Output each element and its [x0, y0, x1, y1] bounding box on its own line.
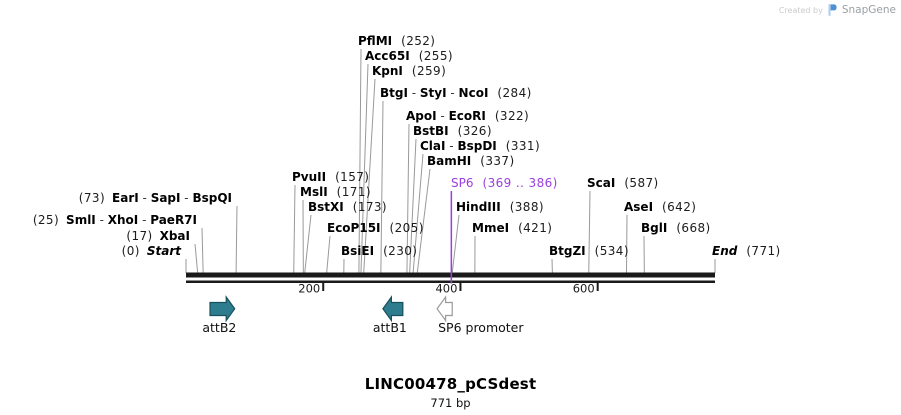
- site-connector-line: [409, 138, 417, 274]
- axis-tick-mark: [596, 283, 599, 291]
- site-connector-line: [416, 168, 431, 274]
- site-connector-line: [625, 214, 628, 274]
- site-connector-line: [451, 214, 460, 274]
- site-connector-line: [588, 190, 591, 274]
- snapgene-watermark: Created by SnapGene: [779, 4, 896, 16]
- site-label-start: (0)Start: [121, 244, 181, 258]
- site-label-bsiei: BsiEI(230): [341, 244, 418, 258]
- snapgene-brand-text: SnapGene: [841, 4, 896, 16]
- site-connector-line: [235, 205, 238, 274]
- site-connector-line: [360, 63, 369, 274]
- axis-tick-label: 600: [573, 282, 595, 296]
- axis-tick-mark: [459, 283, 462, 291]
- site-label-end: End(771): [712, 244, 781, 258]
- site-connector-line: [380, 100, 384, 274]
- site-label-clai-bspdi: ClaI - BspDI(331): [420, 139, 541, 153]
- site-label-bstbi: BstBI(326): [413, 124, 492, 138]
- feature-label-attb1: attB1: [372, 320, 407, 335]
- site-label-btgzi: BtgZI(534): [549, 244, 629, 258]
- site-label-mmei: MmeI(421): [472, 221, 553, 235]
- site-connector-line: [358, 48, 362, 274]
- axis-tick-mark: [322, 283, 325, 291]
- plasmid-backbone-lower: [186, 280, 715, 283]
- site-label-btgi-styi-ncoi: BtgI - StyI - NcoI(284): [380, 86, 532, 100]
- site-connector-line: [304, 214, 312, 274]
- site-connector-line: [293, 184, 296, 274]
- feature-arrow-attb2: [209, 295, 236, 323]
- site-label-bamhi: BamHI(337): [427, 154, 515, 168]
- site-connector-line: [326, 235, 331, 274]
- site-label-hindiii: HindIII(388): [456, 200, 544, 214]
- site-label-msli: MslI(171): [300, 185, 371, 199]
- created-by-text: Created by: [778, 5, 823, 15]
- feature-arrow-sp6-promoter: [436, 295, 453, 323]
- site-label-bgli: BglI(668): [641, 221, 711, 235]
- site-label-scai: ScaI(587): [587, 176, 659, 190]
- site-connector-line: [412, 153, 424, 274]
- site-label-smli-xhoi-paer7i: (25)SmlI - XhoI - PaeR7I: [32, 213, 197, 227]
- site-label-acc65i: Acc65I(255): [365, 49, 453, 63]
- site-label-ecop15i: EcoP15I(205): [327, 221, 424, 235]
- site-label-pflmi: PflMI(252): [358, 34, 436, 48]
- plasmid-length: 771 bp: [430, 396, 471, 410]
- feature-label-attb2: attB2: [202, 320, 237, 335]
- site-label-xbai: (17)XbaI: [126, 229, 190, 243]
- feature-label-sp6-promoter: SP6 promoter: [438, 320, 524, 335]
- site-label-pvuii: PvuII(157): [292, 170, 370, 184]
- site-label-eari-sapi-bspqi: (73)EarI - SapI - BspQI: [78, 191, 232, 205]
- site-label-sp6: SP6(369 .. 386): [451, 176, 558, 190]
- site-label-asei: AseI(642): [624, 200, 697, 214]
- site-label-apoi-ecori: ApoI - EcoRI(322): [406, 109, 530, 123]
- site-connector-line: [406, 123, 410, 274]
- feature-arrow-attb1: [382, 295, 404, 323]
- plasmid-title: LINC00478_pCSdest: [364, 375, 537, 393]
- site-connector-line: [194, 243, 199, 274]
- site-connector-line: [201, 227, 204, 274]
- site-label-bstxi: BstXI(173): [308, 200, 388, 214]
- snapgene-logo-icon: [828, 4, 837, 16]
- site-label-kpni: KpnI(259): [372, 64, 447, 78]
- title-block: LINC00478_pCSdest 771 bp: [0, 375, 901, 410]
- site-connector-line: [363, 78, 376, 274]
- plasmid-backbone: [186, 272, 715, 278]
- axis-tick-label: 200: [298, 282, 320, 296]
- axis-tick-label: 400: [435, 282, 457, 296]
